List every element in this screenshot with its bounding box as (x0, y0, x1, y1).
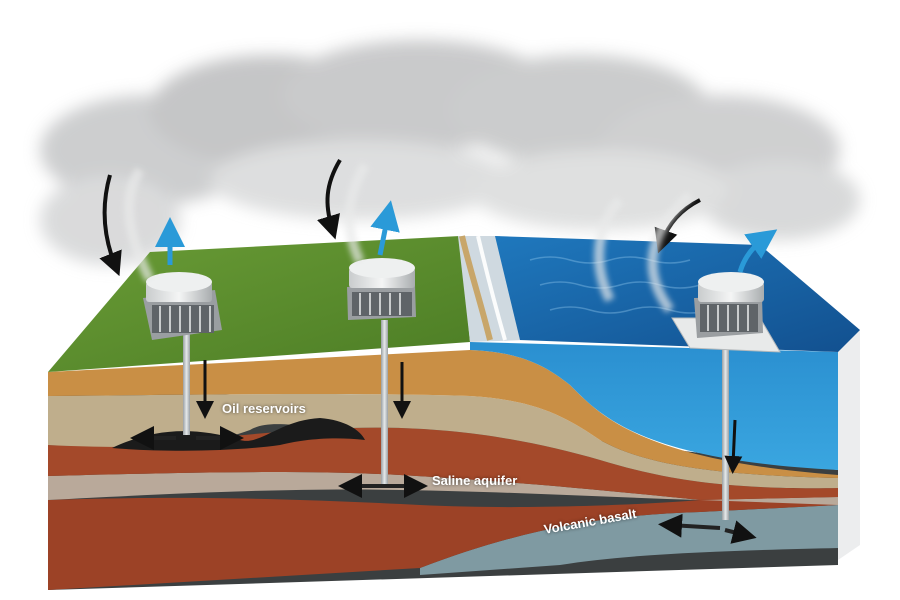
injection-pipe-3 (722, 345, 729, 520)
injection-pipe-1 (183, 330, 190, 435)
air-intake-arrow-3 (654, 198, 701, 254)
smoke-wisps (124, 162, 694, 313)
label-saline-aquifer: Saline aquifer (432, 473, 518, 488)
air-capture-unit-2 (317, 158, 428, 498)
cross-section (48, 342, 838, 590)
clean-air-arrow-3 (737, 229, 778, 273)
cloud-layer (40, 40, 860, 265)
air-capture-unit-3 (654, 198, 781, 544)
injection-pipe-2 (381, 320, 388, 485)
down-arrow-3 (724, 419, 743, 474)
air-capture-unit-1 (99, 174, 232, 438)
spread-arrow-right-3 (724, 520, 757, 544)
air-intake-arrow-2 (317, 158, 342, 240)
spread-arrow-left-3 (658, 513, 721, 538)
label-oil-reservoirs: Oil reservoirs (222, 401, 306, 416)
clean-air-arrow-2 (370, 200, 400, 256)
air-intake-arrow-1 (99, 174, 122, 277)
block-right-face (838, 330, 860, 560)
